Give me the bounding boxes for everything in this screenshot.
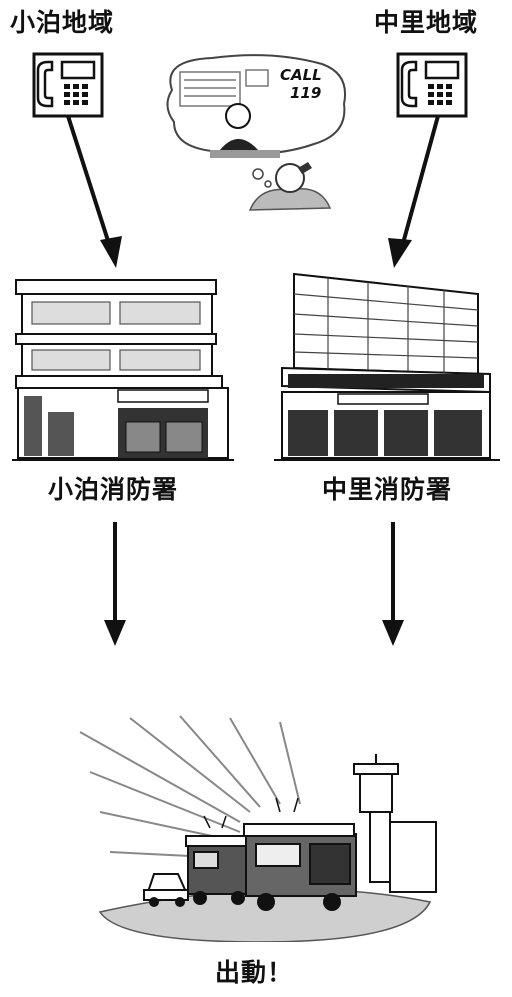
arrow-right-station-to-dispatch [378,520,408,650]
region-label-kodomari: 小泊地域 [10,8,115,37]
fire-station-kodomari-illustration [8,276,238,466]
station-label-kodomari: 小泊消防署 [48,475,179,504]
telephone-icon-left [32,52,104,118]
arrow-left-phone-to-station [60,112,130,272]
telephone-icon-right [396,52,468,118]
arrow-left-station-to-dispatch [100,520,130,650]
fire-engines-dispatch-illustration [70,712,450,942]
call-number: 119 [290,84,321,102]
region-label-nakasato: 中里地域 [374,8,479,37]
call-text: CALL [280,66,322,84]
arrow-right-phone-to-station [380,112,450,272]
fire-station-nakasato-illustration [268,270,504,466]
station-label-nakasato: 中里消防署 [322,475,453,504]
dispatch-label: 出動！ [215,958,294,987]
emergency-call-illustration: CALL 119 [150,50,350,220]
